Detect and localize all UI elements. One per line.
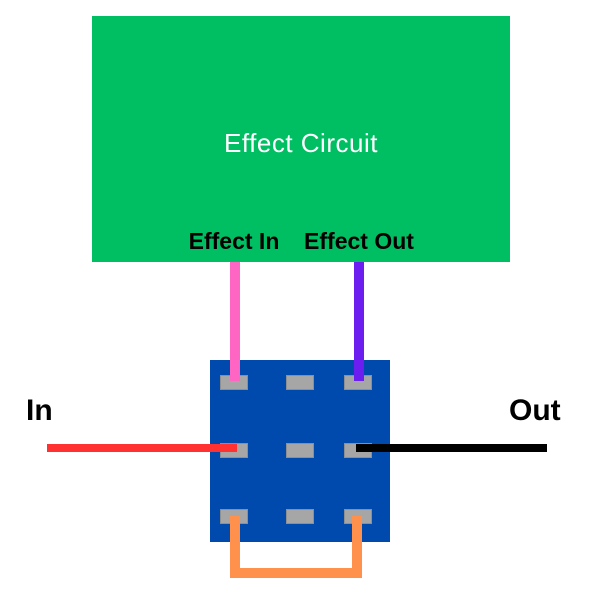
effect-circuit-title: Effect Circuit: [224, 128, 378, 158]
effect-circuit-box: [92, 16, 510, 262]
switch-lug-bottom-middle: [286, 509, 314, 524]
input-label: In: [26, 394, 53, 427]
output-wire: [356, 444, 547, 452]
effect-in-wire: [230, 262, 240, 381]
switch-lug-top-middle: [286, 375, 314, 390]
effect-in-label: Effect In: [188, 228, 280, 254]
switch-lug-middle-middle: [286, 443, 314, 458]
effect-out-label: Effect Out: [304, 228, 414, 254]
output-label: Out: [509, 394, 561, 427]
input-wire: [47, 444, 237, 452]
jumper-wire: [230, 516, 362, 578]
effect-out-wire: [354, 262, 364, 381]
